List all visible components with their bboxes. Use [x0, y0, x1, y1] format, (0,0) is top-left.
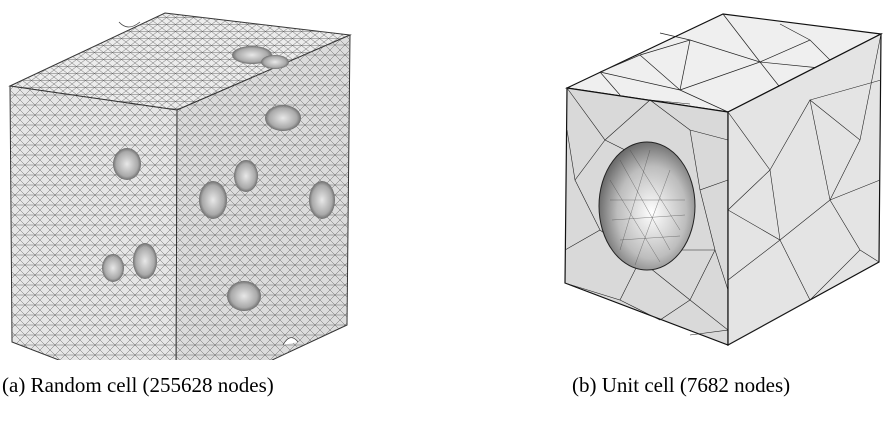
pore-hole — [598, 141, 696, 271]
figure-panel-unit-cell: (b) Unit cell (7682 nodes) — [540, 0, 890, 430]
random-cell-mesh-figure — [8, 12, 352, 360]
figure-caption-a: (a) Random cell (255628 nodes) — [2, 373, 274, 397]
unit-cell-mesh-figure — [564, 13, 884, 347]
pore-holes — [102, 21, 335, 346]
figure-panel-random-cell: (a) Random cell (255628 nodes) — [0, 0, 360, 430]
figure-caption-b: (b) Unit cell (7682 nodes) — [572, 373, 791, 397]
